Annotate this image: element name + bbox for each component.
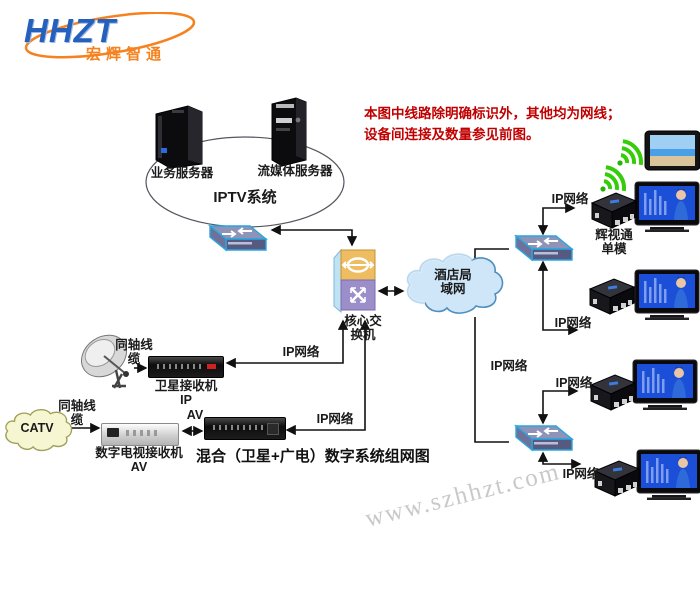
ip-link-label: IP网络 <box>555 376 593 390</box>
iptv-group-label: IPTV系统 <box>213 189 277 206</box>
dtv-buttons <box>126 430 160 436</box>
core-switch-label: 核心交换机 <box>344 314 382 342</box>
tv-icon <box>634 269 700 320</box>
logo-brand: HHZT <box>24 12 116 49</box>
receiver-led <box>207 364 216 369</box>
business-server-icon <box>155 105 203 169</box>
ip-link-label: IP网络 <box>562 467 600 481</box>
stb-icon <box>590 192 638 229</box>
wifi-icon <box>617 139 643 166</box>
dtv-receiver-label: 数字电视接收机 AV <box>95 446 183 474</box>
satellite-dish-icon <box>81 334 129 389</box>
tv-icon <box>636 449 700 500</box>
ip-link-label: IP网络 <box>490 359 528 373</box>
ip-link-label: IP网络 <box>282 345 320 359</box>
stb-icon <box>588 278 636 315</box>
coax-label-sat: 同轴线缆 <box>115 338 153 366</box>
logo: HHZT 宏辉智通 <box>22 12 212 64</box>
dtv-receiver-name: 数字电视接收机 <box>95 446 183 460</box>
wifi-icon <box>600 165 626 192</box>
diagram-note: 本图中线路除明确标识外，其他均为网线； 设备间连接及数量参见前图。 <box>364 103 694 145</box>
logo-swoosh <box>24 12 196 59</box>
core-switch-icon <box>333 248 376 314</box>
encoder-knob <box>267 423 279 435</box>
dtv-receiver-icon <box>101 423 179 446</box>
business-server-label: 业务服务器 <box>150 166 214 180</box>
access-switch-top-icon <box>514 234 574 262</box>
coax-label-catv: 同轴线缆 <box>58 399 96 427</box>
note-line1: 本图中线路除明确标识外，其他均为网线； <box>364 106 621 121</box>
dtv-display <box>107 428 119 437</box>
satellite-receiver-name: 卫星接收机 <box>154 379 218 393</box>
access-switch-bottom-icon <box>514 424 574 452</box>
catv-label: CATV <box>20 421 54 435</box>
ip-link-label: IP网络 <box>551 192 589 206</box>
note-line2: 设备间连接及数量参见前图。 <box>364 127 540 142</box>
hybrid-encoder-icon <box>204 417 286 440</box>
logo-subtitle: 宏辉智通 <box>86 46 167 63</box>
media-server-icon <box>271 97 307 167</box>
satellite-receiver-label: 卫星接收机 IP <box>146 379 226 407</box>
tablet-icon <box>644 130 700 171</box>
encoder-ports <box>213 425 265 430</box>
satellite-receiver-icon <box>148 356 224 378</box>
diagram-caption: 混合（卫星+广电）数字系统组网图 <box>196 448 430 465</box>
stb-icon <box>589 374 637 411</box>
catv-cloud <box>5 409 73 452</box>
tv-icon <box>634 181 700 232</box>
ip-link-label: IP网络 <box>554 316 592 330</box>
stb-icon <box>593 460 641 497</box>
media-server-label: 流媒体服务器 <box>257 164 333 178</box>
iptv-switch-icon <box>208 224 268 252</box>
receiver-ports <box>157 364 203 369</box>
ip-link-label: IP网络 <box>316 412 354 426</box>
hotel-lan-cloud <box>406 252 504 314</box>
dtv-receiver-mode: AV <box>130 460 148 474</box>
satellite-receiver-mode: IP <box>180 393 192 407</box>
tv-icon <box>632 359 698 410</box>
stb-label: 辉视通单模 <box>595 228 633 256</box>
hotel-lan-label: 酒店局域网 <box>434 268 472 296</box>
av-link-label: AV <box>186 408 204 422</box>
